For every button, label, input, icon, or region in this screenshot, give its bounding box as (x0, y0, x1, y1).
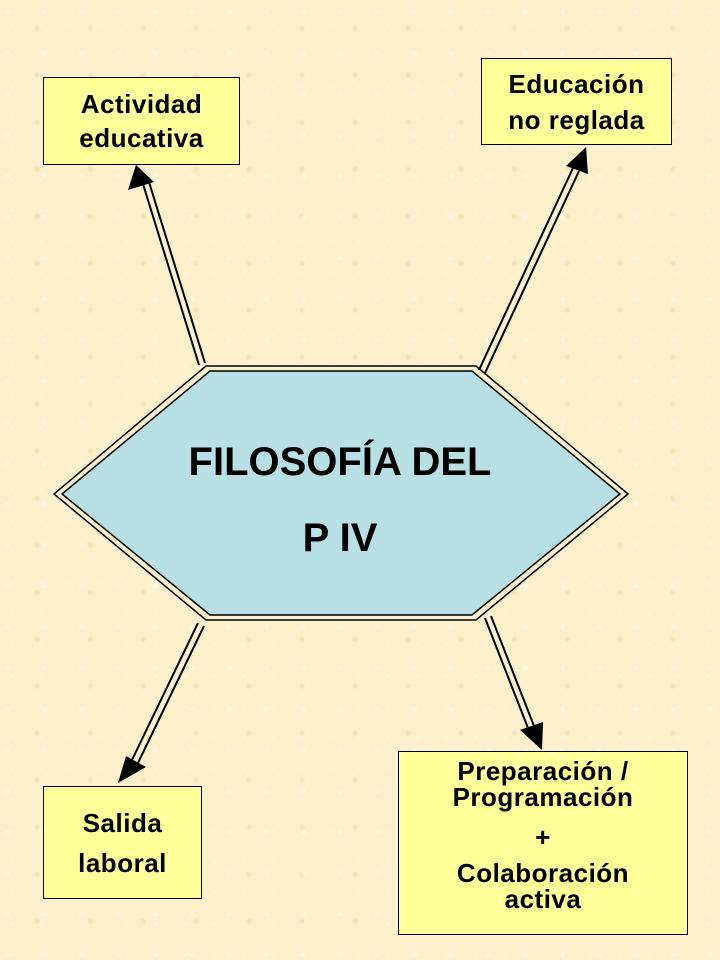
arrow-to-salida (118, 622, 205, 783)
arrow-to-actividad (128, 165, 206, 366)
node-label-line: Programación (452, 782, 634, 812)
node-label-line: Actividad (80, 89, 203, 119)
center-title-line2: P IV (302, 516, 378, 560)
arrow-to-educacion (478, 147, 588, 374)
center-title-line1: FILOSOFÍA DEL (188, 440, 492, 484)
node-preparacion-programacion: Preparación / Programación + Colaboració… (398, 751, 688, 935)
node-label-line: educativa (79, 123, 204, 153)
node-label-line: laboral (78, 847, 167, 878)
node-label-line: Educación (508, 68, 645, 99)
node-label-line: activa (504, 884, 582, 914)
arrow-to-preparacion (484, 615, 543, 750)
node-label-line: Preparación / (457, 756, 629, 786)
node-educacion-no-reglada: Educación no reglada (481, 58, 672, 145)
node-label-plus: + (535, 822, 551, 852)
node-salida-laboral: Salida laboral (43, 786, 202, 899)
node-label-line: no reglada (508, 104, 645, 135)
node-label-line: Salida (82, 807, 163, 838)
center-hexagon-outer (52, 365, 630, 621)
node-actividad-educativa: Actividad educativa (43, 77, 240, 165)
center-hexagon (60, 370, 622, 616)
node-label-line: Colaboración (456, 858, 630, 888)
